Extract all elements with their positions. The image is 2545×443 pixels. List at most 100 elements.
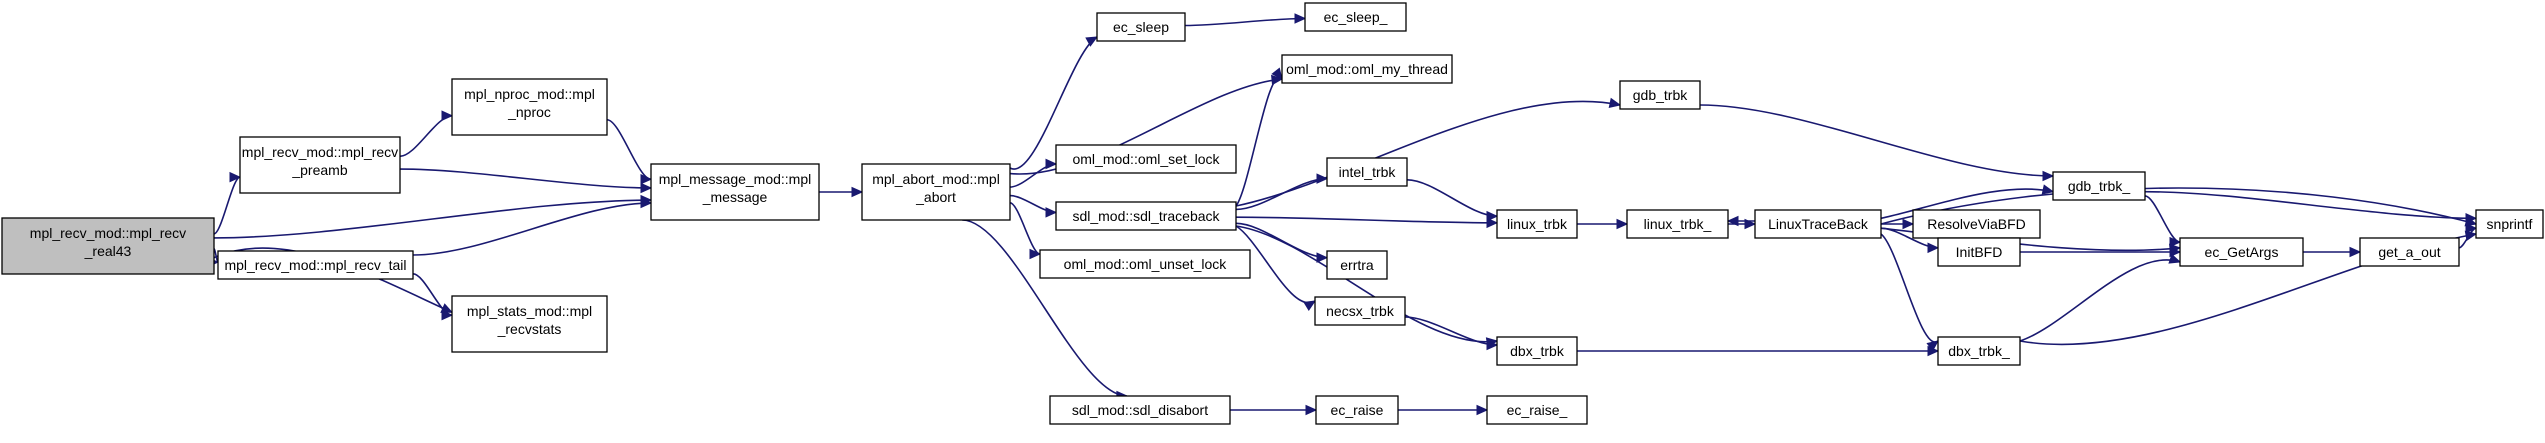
node-oml-set-lock[interactable]: oml_mod::oml_set_lock (1055, 144, 1237, 174)
node-box (1496, 209, 1578, 239)
edge-sdl_traceback-to-dbx_trbk (1235, 225, 1498, 343)
edge-sdl_traceback-to-linux_trbk (1235, 216, 1498, 224)
node-label: _preamb (291, 162, 347, 178)
node-box (239, 136, 401, 194)
node-ec-sleep[interactable]: ec_sleep (1096, 12, 1186, 42)
node-label: sdl_mod::sdl_disabort (1072, 402, 1208, 418)
arrowhead-ec_GetArgs-to-get_a_out (2349, 246, 2362, 258)
node-gdb-trbk-[interactable]: gdb_trbk_ (2052, 171, 2146, 201)
node-label: linux_trbk_ (1644, 216, 1712, 232)
node-linux-trbk-[interactable]: linux_trbk_ (1626, 209, 1729, 239)
node-box (1, 217, 215, 275)
node-box (1486, 395, 1588, 425)
node-InitBFD[interactable]: InitBFD (1937, 237, 2021, 267)
node-necsx-trbk[interactable]: necsx_trbk (1314, 296, 1406, 326)
arrowhead-get_a_out-to-snprintf (2465, 222, 2478, 234)
node-recv-preamb[interactable]: mpl_recv_mod::mpl_recv_preamb (239, 136, 401, 194)
node-box (1937, 237, 2021, 267)
arrowhead-LinuxTraceBack-to-linux_trbk_ (1726, 215, 1739, 227)
node-dbx-trbk-[interactable]: dbx_trbk_ (1937, 336, 2021, 366)
node-ResolveViaBFD[interactable]: ResolveViaBFD (1912, 209, 2041, 239)
node-label: mpl_recv_mod::mpl_recv (242, 144, 398, 160)
arrowhead-dbx_trbk_-to-snprintf (2464, 230, 2478, 242)
node-box (1326, 250, 1388, 280)
node-label: ec_raise (1331, 402, 1384, 418)
edge-recv_real43-to-message (213, 199, 652, 239)
edge-gdb_trbk_-to-snprintf (2144, 190, 2477, 220)
node-label: get_a_out (2378, 244, 2440, 260)
node-sdl-traceback[interactable]: sdl_mod::sdl_traceback (1055, 201, 1237, 231)
node-label: mpl_recv_mod::mpl_recv (30, 225, 186, 241)
node-ec-GetArgs[interactable]: ec_GetArgs (2179, 237, 2304, 267)
node-label: _nproc (507, 104, 551, 120)
arrowhead-recv_preamb-to-nproc (441, 110, 454, 121)
edge-intel_trbk-to-linux_trbk (1406, 179, 1498, 217)
node-ec-sleep-[interactable]: ec_sleep_ (1304, 2, 1407, 32)
node-abort[interactable]: mpl_abort_mod::mpl_abort (861, 163, 1011, 221)
node-box (861, 163, 1011, 221)
node-nproc[interactable]: mpl_nproc_mod::mpl_nproc (451, 78, 608, 136)
node-label: LinuxTraceBack (1768, 216, 1869, 232)
node-intel-trbk[interactable]: intel_trbk (1326, 157, 1408, 187)
node-label: ResolveViaBFD (1927, 216, 2026, 232)
edges-layer (207, 13, 2478, 416)
node-gdb-trbk[interactable]: gdb_trbk (1619, 80, 1701, 110)
node-snprintf[interactable]: snprintf (2475, 209, 2544, 239)
node-label: _message (702, 189, 768, 205)
node-box (1314, 296, 1406, 326)
node-box (2475, 209, 2544, 239)
node-label: _recvstats (497, 321, 562, 337)
arrowhead-nproc-to-message (640, 173, 653, 185)
edge-abort-to-ec_sleep (1009, 36, 1098, 170)
edge-dbx_trbk_-to-ec_GetArgs (2019, 259, 2181, 342)
arrowhead-sdl_traceback-to-intel_trbk (1316, 173, 1329, 184)
node-label: InitBFD (1956, 244, 2003, 260)
edge-LinuxTraceBack-to-dbx_trbk_ (1880, 233, 1939, 343)
arrowhead-recv_tail-to-recvstats (441, 309, 454, 321)
node-ec-raise-[interactable]: ec_raise_ (1486, 395, 1588, 425)
arrowhead-recv_preamb-to-message (640, 182, 653, 194)
arrowhead-intel_trbk-to-linux_trbk (1486, 210, 1499, 222)
node-label: ec_sleep_ (1324, 9, 1388, 25)
edge-recv_preamb-to-message (399, 168, 652, 189)
edge-LinuxTraceBack-to-gdb_trbk_ (1880, 188, 2054, 220)
node-label: oml_mod::oml_unset_lock (1064, 256, 1228, 272)
node-label: gdb_trbk (1633, 87, 1688, 103)
arrowhead-necsx_trbk-to-dbx_trbk (1486, 339, 1499, 351)
node-label: gdb_trbk_ (2068, 178, 2130, 194)
node-label: dbx_trbk (1510, 343, 1565, 359)
node-errtra[interactable]: errtra (1326, 250, 1388, 280)
node-box (1626, 209, 1729, 239)
node-get-a-out[interactable]: get_a_out (2359, 237, 2460, 267)
node-box (1912, 209, 2041, 239)
node-label: sdl_mod::sdl_traceback (1072, 208, 1220, 224)
arrowhead-LinuxTraceBack-to-gdb_trbk_ (2041, 184, 2055, 195)
node-box (217, 250, 414, 280)
arrowhead-gdb_trbk_-to-snprintf (2465, 213, 2478, 224)
edge-necsx_trbk-to-dbx_trbk (1404, 316, 1498, 346)
arrowhead-ec_raise-to-ec_raise_ (1476, 404, 1489, 416)
node-oml-my-thread[interactable]: oml_mod::oml_my_thread (1281, 54, 1453, 84)
arrowhead-sdl_traceback-to-linux_trbk (1486, 217, 1499, 229)
node-sdl-disabort[interactable]: sdl_mod::sdl_disabort (1049, 395, 1231, 425)
node-message[interactable]: mpl_message_mod::mpl_message (650, 163, 820, 221)
node-box (451, 78, 608, 136)
node-label: mpl_message_mod::mpl (659, 171, 812, 187)
node-box (451, 295, 608, 353)
arrowhead-recv_tail-to-message (640, 197, 653, 209)
node-linux-trbk[interactable]: linux_trbk (1496, 209, 1578, 239)
node-box (1496, 336, 1578, 366)
node-ec-raise[interactable]: ec_raise (1315, 395, 1399, 425)
node-recv-tail[interactable]: mpl_recv_mod::mpl_recv_tail (217, 250, 414, 280)
arrowhead-gdb_trbk-to-gdb_trbk_ (2042, 170, 2055, 182)
node-LinuxTraceBack[interactable]: LinuxTraceBack (1754, 209, 1882, 239)
node-dbx-trbk[interactable]: dbx_trbk (1496, 336, 1578, 366)
arrowhead-sdl_traceback-to-oml_my_thread (1271, 67, 1283, 80)
node-label: _real43 (84, 243, 132, 259)
node-box (1315, 395, 1399, 425)
node-oml-unset-lock[interactable]: oml_mod::oml_unset_lock (1039, 249, 1251, 279)
arrowhead-InitBFD-to-ec_GetArgs (2169, 246, 2182, 258)
node-recv-real43[interactable]: mpl_recv_mod::mpl_recv_real43 (1, 217, 215, 275)
arrowhead-abort-to-oml_unset_lock (1029, 248, 1042, 260)
node-recvstats[interactable]: mpl_stats_mod::mpl_recvstats (451, 295, 608, 353)
